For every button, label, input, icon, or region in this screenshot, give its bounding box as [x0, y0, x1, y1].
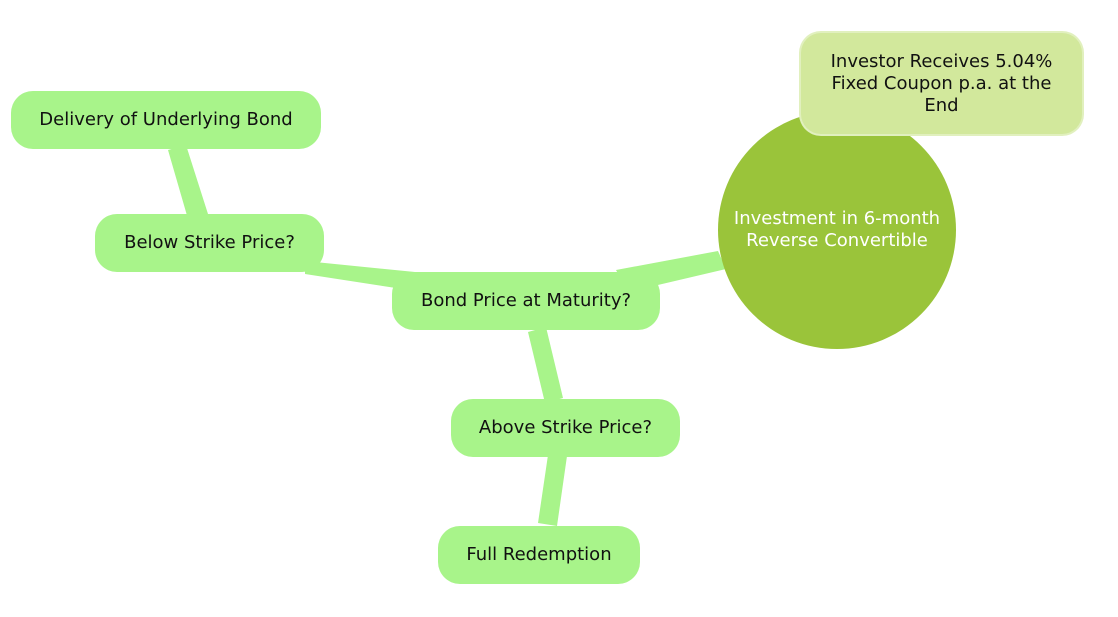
below-branch-node: Below Strike Price? — [95, 214, 324, 272]
connector-center-to-below-branch — [305, 261, 415, 290]
below-outcome-label: Delivery of Underlying Bond — [39, 109, 293, 130]
center-node: Bond Price at Maturity? — [392, 272, 660, 330]
above-outcome-label: Full Redemption — [466, 544, 612, 565]
below-branch-label: Below Strike Price? — [124, 232, 295, 253]
above-branch-node: Above Strike Price? — [451, 399, 680, 457]
callout-label: Investor Receives 5.04% Fixed Coupon p.a… — [830, 50, 1053, 116]
callout-node: Investor Receives 5.04% Fixed Coupon p.a… — [799, 31, 1084, 136]
connector-center-to-above-branch — [528, 327, 563, 403]
root-label: Investment in 6-month Reverse Convertibl… — [733, 208, 941, 251]
below-outcome-node: Delivery of Underlying Bond — [11, 91, 321, 149]
center-label: Bond Price at Maturity? — [420, 290, 632, 311]
above-outcome-node: Full Redemption — [438, 526, 640, 584]
above-branch-label: Above Strike Price? — [478, 417, 653, 438]
connector-below-branch-to-below-outcome — [168, 145, 208, 219]
root-node: Investment in 6-month Reverse Convertibl… — [718, 111, 956, 349]
connector-above-branch-to-above-outcome — [538, 455, 567, 526]
